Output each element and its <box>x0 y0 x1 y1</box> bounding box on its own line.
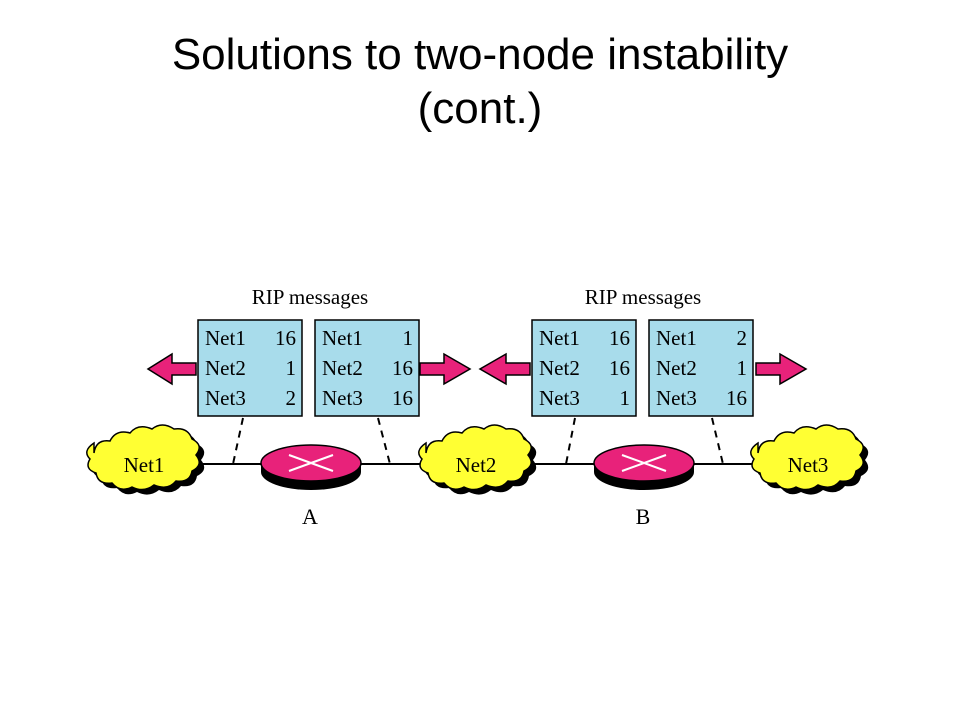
connector-b-right <box>711 417 724 465</box>
net-label: Net3 <box>322 386 363 410</box>
connector-a-right <box>377 417 391 465</box>
net-label: Net1 <box>656 326 697 350</box>
net-label: Net3 <box>205 386 246 410</box>
title-line-1: Solutions to two-node instability <box>171 30 789 79</box>
cloud-net1: Net1 <box>86 424 205 495</box>
arrow-left-a <box>146 352 197 386</box>
net-label: Net1 <box>205 326 246 350</box>
net-label: Net2 <box>656 356 697 380</box>
group-caption-b: RIP messages <box>585 285 701 309</box>
cost-value: 1 <box>403 326 414 350</box>
router-x-icon <box>288 454 334 472</box>
net-label: Net2 <box>539 356 580 380</box>
router-b <box>593 444 695 490</box>
net-label: Net1 <box>539 326 580 350</box>
cost-value: 16 <box>392 356 413 380</box>
router-label-b: B <box>636 504 651 529</box>
connector-b-left <box>565 417 576 465</box>
cost-value: 16 <box>609 326 630 350</box>
message-box-b-right: Net1 2 Net2 1 Net3 16 <box>648 319 754 417</box>
cloud-label: Net2 <box>456 453 497 477</box>
cost-value: 2 <box>286 386 297 410</box>
arrow-left-b <box>478 352 531 386</box>
net-label: Net3 <box>656 386 697 410</box>
cost-value: 1 <box>620 386 631 410</box>
net-label: Net3 <box>539 386 580 410</box>
router-label-a: A <box>302 504 318 529</box>
cost-value: 2 <box>737 326 748 350</box>
dashed-connectors <box>232 417 724 465</box>
message-box-a-left: Net1 16 Net2 1 Net3 2 <box>197 319 303 417</box>
group-caption-a: RIP messages <box>252 285 368 309</box>
cost-value: 16 <box>275 326 296 350</box>
cost-value: 16 <box>392 386 413 410</box>
net-label: Net1 <box>322 326 363 350</box>
router-x-icon <box>621 454 667 472</box>
cost-value: 16 <box>609 356 630 380</box>
arrow-right-a <box>419 352 472 386</box>
cost-value: 1 <box>286 356 297 380</box>
slide-title: Solutions to two-node instability (cont.… <box>0 28 960 136</box>
cost-value: 1 <box>737 356 748 380</box>
cloud-label: Net1 <box>124 453 165 477</box>
connector-a-left <box>232 417 244 465</box>
net-label: Net2 <box>322 356 363 380</box>
message-box-a-right: Net1 1 Net2 16 Net3 16 <box>314 319 420 417</box>
router-a <box>260 444 362 490</box>
arrow-right-b <box>755 352 808 386</box>
message-box-b-left: Net1 16 Net2 16 Net3 1 <box>531 319 637 417</box>
cloud-net3: Net3 <box>750 424 869 495</box>
title-line-2: (cont.) <box>417 84 543 133</box>
net-label: Net2 <box>205 356 246 380</box>
cloud-net2: Net2 <box>418 424 537 495</box>
cloud-label: Net3 <box>788 453 829 477</box>
cost-value: 16 <box>726 386 747 410</box>
